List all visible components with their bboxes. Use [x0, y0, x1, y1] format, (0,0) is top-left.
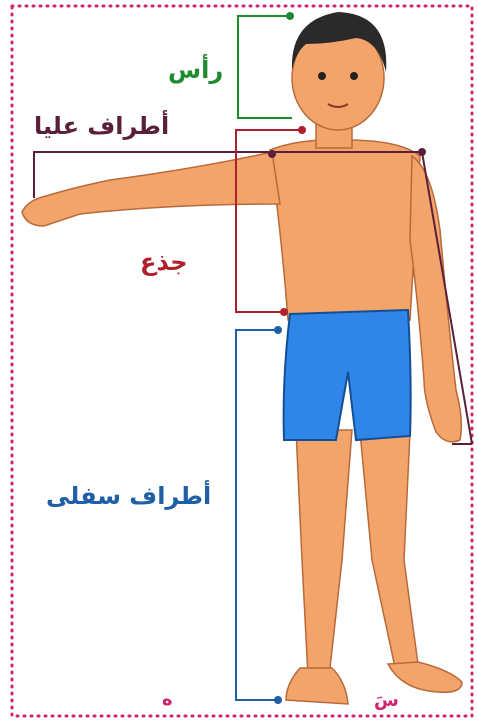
corner-mark-left: ه: [162, 691, 173, 709]
corner-mark-right: سَ: [374, 692, 399, 710]
label-head: رأس: [168, 58, 223, 82]
right-eye: [350, 72, 358, 80]
shorts: [284, 310, 411, 440]
label-trunk: جذع: [140, 250, 188, 274]
label-upper-limbs: أطراف عليا: [34, 114, 169, 138]
torso: [270, 140, 420, 320]
label-lower-limbs: أطراف سفلى: [46, 484, 211, 508]
lower-limbs-bracket: [236, 326, 282, 704]
head-bracket: [238, 12, 294, 118]
right-leg: [360, 432, 418, 672]
right-foot: [388, 662, 462, 692]
left-foot: [286, 668, 348, 704]
left-leg: [296, 430, 352, 676]
outstretched-arm: [22, 152, 280, 226]
left-eye: [318, 72, 326, 80]
hanging-arm: [410, 156, 461, 442]
